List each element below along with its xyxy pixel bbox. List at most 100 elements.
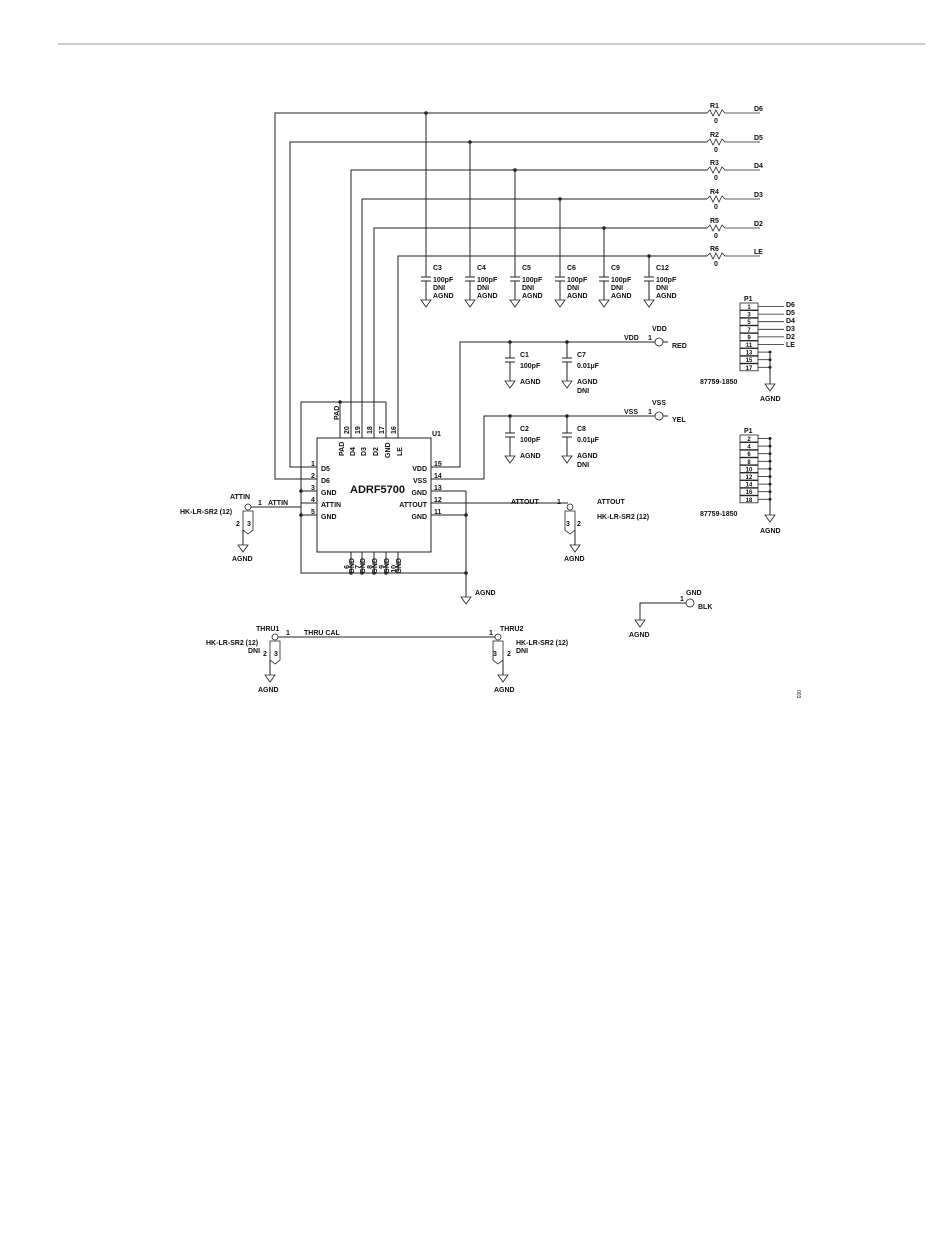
c3-note: DNI bbox=[433, 285, 445, 292]
c3-ref: C3 bbox=[433, 265, 442, 272]
u1-pin20-name: D4 bbox=[350, 447, 357, 456]
c4-gnd: AGND bbox=[477, 293, 498, 300]
r1-value: 0 bbox=[714, 118, 718, 125]
c8-ref: C8 bbox=[577, 426, 586, 433]
u1-pin11-num: 11 bbox=[434, 509, 442, 516]
p1-bottom-part: 87759-1850 bbox=[700, 511, 737, 518]
vss-tp-color: YEL bbox=[672, 417, 686, 424]
r2-net: D5 bbox=[754, 135, 763, 142]
c3-value: 100pF bbox=[433, 277, 454, 284]
c12-note: DNI bbox=[656, 285, 668, 292]
c6-note: DNI bbox=[567, 285, 579, 292]
attin-gnd: AGND bbox=[232, 556, 253, 563]
u1-pin7-name: GND bbox=[360, 558, 367, 574]
capacitor-c4: C4 100pF DNI AGND bbox=[464, 140, 498, 308]
c6-gnd: AGND bbox=[567, 293, 588, 300]
u1-pin13-num: 13 bbox=[434, 485, 442, 492]
digital-line-capacitors: C3 100pF DNI AGND C4 100pF DNI AGND C5 bbox=[420, 111, 677, 308]
p1-even-pin-number: 10 bbox=[746, 467, 753, 473]
thru2-note: DNI bbox=[516, 648, 528, 655]
c2-value: 100pF bbox=[520, 437, 541, 444]
connector-attin: ATTIN HK-LR-SR2 (12) 1 2 3 ATTIN AGND bbox=[180, 494, 301, 563]
u1-pin1-name: D5 bbox=[321, 466, 330, 473]
u1-pin17-num: 17 bbox=[379, 426, 386, 434]
c4-note: DNI bbox=[477, 285, 489, 292]
vdd-net-label: VDD bbox=[624, 335, 639, 342]
r1-net: D6 bbox=[754, 106, 763, 113]
u1-bottom-pins: GND GND GND GND GND 6 7 8 9 10 bbox=[344, 552, 403, 574]
c12-value: 100pF bbox=[656, 277, 677, 284]
attout-ref: ATTOUT bbox=[597, 499, 625, 506]
capacitor-c12: C12 100pF DNI AGND bbox=[643, 254, 677, 308]
u1-pin9-name: GND bbox=[384, 558, 391, 574]
u1-part-label: ADRF5700 bbox=[350, 484, 405, 496]
p1-top-gnd: AGND bbox=[760, 396, 781, 403]
u1-pin10-num: 10 bbox=[391, 565, 398, 573]
u1-pin16-name: LE bbox=[397, 447, 404, 456]
c9-value: 100pF bbox=[611, 277, 632, 284]
attout-net: ATTOUT bbox=[511, 499, 539, 506]
u1-left-pins: 1 2 3 4 5 D5 D6 GND ATTIN GND bbox=[301, 461, 341, 521]
attout-center-pin bbox=[566, 503, 574, 511]
p1-even-pin-number: 4 bbox=[747, 445, 751, 451]
u1-pin15-name: VDD bbox=[412, 466, 427, 473]
u1-agnd-label: AGND bbox=[475, 590, 496, 597]
u1-pin1-num: 1 bbox=[311, 461, 315, 468]
c12-gnd: AGND bbox=[656, 293, 677, 300]
p1-even-pin-number: 18 bbox=[746, 498, 753, 504]
c4-ref: C4 bbox=[477, 265, 486, 272]
thru2-part: HK-LR-SR2 (12) bbox=[516, 640, 568, 647]
c7-ref: C7 bbox=[577, 352, 586, 359]
u1-pin19-name: D3 bbox=[361, 447, 368, 456]
gnd-tp-circle bbox=[685, 598, 695, 608]
c9-ref: C9 bbox=[611, 265, 620, 272]
u1-pin13-name: GND bbox=[411, 490, 427, 497]
u1-pin18-name: D2 bbox=[373, 447, 380, 456]
attin-body bbox=[242, 510, 254, 535]
attout-gnd: AGND bbox=[564, 556, 585, 563]
p1-net-d3: D3 bbox=[786, 326, 795, 333]
p1-even-pin-number: 8 bbox=[747, 460, 751, 466]
p1-top-ref: P1 bbox=[744, 296, 753, 303]
u1-pin17-name: GND bbox=[385, 442, 392, 458]
u1-pin6-name: GND bbox=[349, 558, 356, 574]
attout-body bbox=[564, 510, 576, 535]
p1-odd-pin-number: 7 bbox=[747, 328, 751, 334]
gnd-test-point: GND 1 BLK AGND bbox=[629, 590, 712, 639]
attout-pin3: 3 bbox=[566, 521, 570, 528]
c6-ref: C6 bbox=[567, 265, 576, 272]
vdd-tp-color: RED bbox=[672, 343, 687, 350]
attout-part: HK-LR-SR2 (12) bbox=[597, 514, 649, 521]
c8-value: 0.01µF bbox=[577, 437, 600, 444]
u1-pin5-name: GND bbox=[321, 514, 337, 521]
u1-ground-bus: AGND bbox=[299, 400, 496, 605]
u1-pin6-num: 6 bbox=[344, 565, 351, 569]
u1-pin4-name: ATTIN bbox=[321, 502, 341, 509]
thru2-ref: THRU2 bbox=[500, 626, 523, 633]
r5-net: D2 bbox=[754, 221, 763, 228]
resistor-r3: R3 0 D4 bbox=[706, 160, 763, 182]
c5-note: DNI bbox=[522, 285, 534, 292]
gnd-tp-color: BLK bbox=[698, 604, 712, 611]
thru1-gnd: AGND bbox=[258, 687, 279, 694]
u1-pin3-num: 3 bbox=[311, 485, 315, 492]
thru1-part: HK-LR-SR2 (12) bbox=[206, 640, 258, 647]
p1-even-pin-number: 2 bbox=[747, 437, 751, 443]
thru-cal-net: THRU CAL bbox=[304, 630, 340, 637]
c12-ref: C12 bbox=[656, 265, 669, 272]
resistor-r4: R4 0 D3 bbox=[706, 189, 763, 211]
r6-value: 0 bbox=[714, 261, 718, 268]
r4-value: 0 bbox=[714, 204, 718, 211]
thru1-ref: THRU1 bbox=[256, 626, 279, 633]
r4-net: D3 bbox=[754, 192, 763, 199]
thru2-gnd: AGND bbox=[494, 687, 515, 694]
u1-pin4-num: 4 bbox=[311, 497, 315, 504]
p1-top-part: 87759-1850 bbox=[700, 379, 737, 386]
r6-net: LE bbox=[754, 249, 763, 256]
r3-net: D4 bbox=[754, 163, 763, 170]
u1-pin18-num: 18 bbox=[367, 426, 374, 434]
r4-ref: R4 bbox=[710, 189, 719, 196]
p1-odd-pin-number: 9 bbox=[747, 335, 751, 341]
attin-center-pin bbox=[244, 503, 252, 511]
capacitor-c9: C9 100pF DNI AGND bbox=[598, 226, 632, 308]
